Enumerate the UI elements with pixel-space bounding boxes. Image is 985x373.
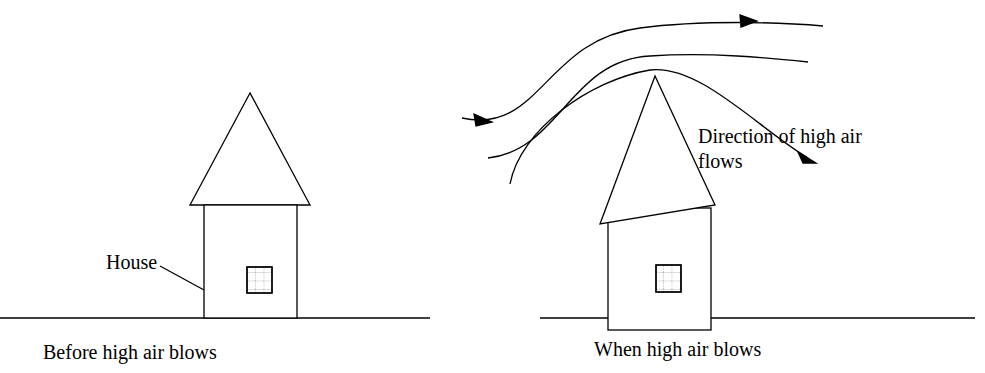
window-frame <box>656 265 681 292</box>
roof <box>190 93 310 205</box>
window <box>656 265 681 292</box>
house-body <box>204 205 297 318</box>
arrow-head <box>798 152 816 163</box>
air-flow-lines <box>462 15 823 184</box>
part-name: House <box>106 250 226 275</box>
arrow-head <box>740 15 757 27</box>
leader-line <box>160 266 204 290</box>
window <box>247 267 272 293</box>
arrow-head <box>474 114 492 126</box>
ground-line <box>540 317 975 318</box>
after-house <box>540 76 975 330</box>
window-frame <box>247 267 272 293</box>
before-house <box>0 93 430 318</box>
panel-caption: When high air blows <box>594 337 894 362</box>
panel-caption: Before high air blows <box>43 340 343 365</box>
tilted-roof <box>600 76 715 224</box>
house-body <box>608 208 711 330</box>
flow-direction-label: Direction of high air flows <box>698 124 888 174</box>
